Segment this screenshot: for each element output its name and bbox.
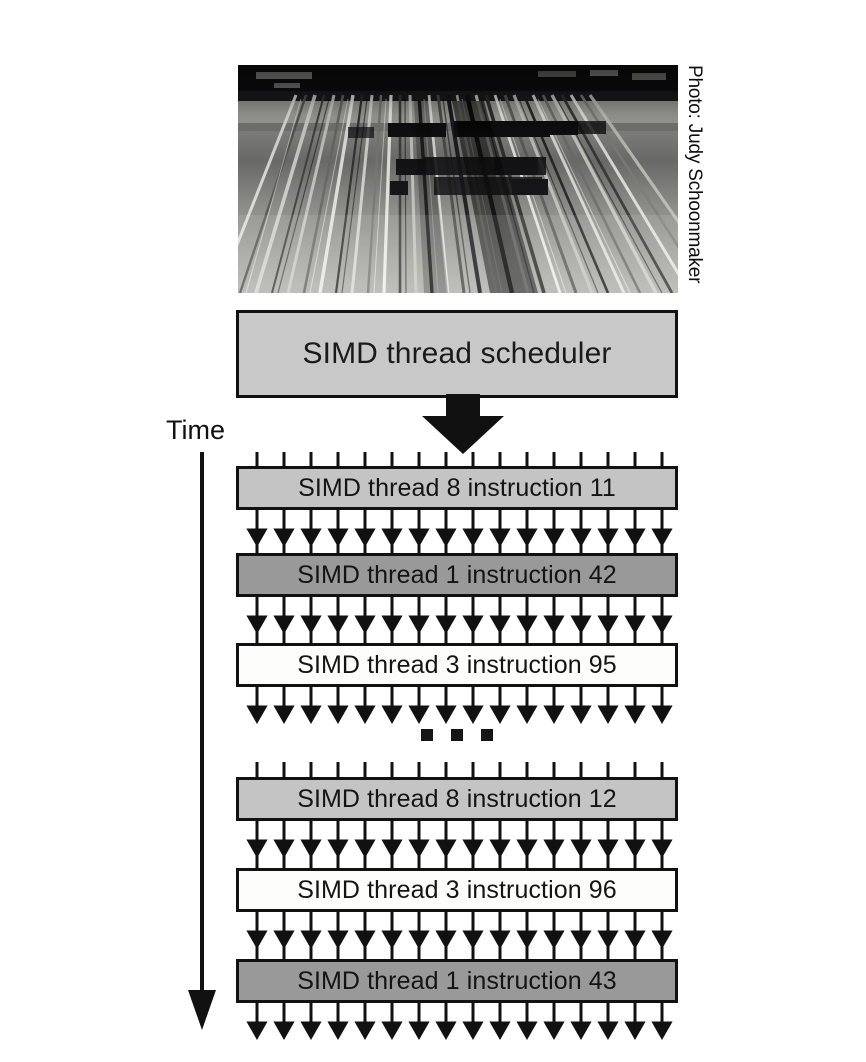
instruction-row: SIMD thread 8 instruction 12 [236,777,678,821]
lane-stubs [236,853,678,869]
lane-stubs [236,762,678,778]
loom-photo [238,65,678,293]
lane-stubs-top [236,452,678,468]
lane-arrows [236,821,678,863]
dispatch-arrow-icon [422,394,504,454]
loom-photo-image [238,65,678,293]
lane-arrows [236,1003,678,1045]
instruction-row-label: SIMD thread 8 instruction 12 [297,784,617,813]
lane-stub-group [255,452,664,468]
photo-credit: Photo: Judy Schoonmaker [684,65,705,284]
instruction-row: SIMD thread 8 instruction 11 [236,466,678,510]
lane-stubs [236,538,678,554]
instruction-row-label: SIMD thread 3 instruction 95 [297,650,617,679]
simd-thread-scheduler-label: SIMD thread scheduler [302,337,612,370]
continuation-ellipsis [421,729,497,743]
instruction-row-label: SIMD thread 3 instruction 96 [297,875,617,904]
lane-stub-group [255,628,664,644]
lane-stubs [236,628,678,644]
instruction-row: SIMD thread 3 instruction 95 [236,643,678,687]
lane-arrow-group [246,510,673,548]
instruction-row-label: SIMD thread 8 instruction 11 [298,473,616,502]
ellipsis-dot [451,729,463,741]
lane-arrow-group [246,597,673,635]
simd-thread-scheduler-box: SIMD thread scheduler [236,310,678,398]
instruction-row: SIMD thread 1 instruction 42 [236,553,678,597]
lane-arrows [236,912,678,954]
lane-arrow-group [246,1003,673,1041]
lane-stub-group [255,944,664,960]
lane-arrow-group [246,687,673,725]
instruction-row-label: SIMD thread 1 instruction 43 [297,966,617,995]
lane-arrow-group [246,912,673,950]
lane-stubs [236,944,678,960]
time-axis-arrow-icon [188,452,216,1030]
lane-arrows [236,510,678,552]
lane-arrow-group [246,821,673,859]
instruction-row-label: SIMD thread 1 instruction 42 [297,560,617,589]
lane-arrows [236,687,678,729]
ellipsis-dot [481,729,493,741]
lane-stub-group [255,538,664,554]
lane-stub-group [255,762,664,778]
time-axis-label: Time [166,415,225,445]
lane-arrows [236,597,678,639]
ellipsis-dot [421,729,433,741]
instruction-row: SIMD thread 1 instruction 43 [236,959,678,1003]
lane-stub-group [255,853,664,869]
instruction-row: SIMD thread 3 instruction 96 [236,868,678,912]
